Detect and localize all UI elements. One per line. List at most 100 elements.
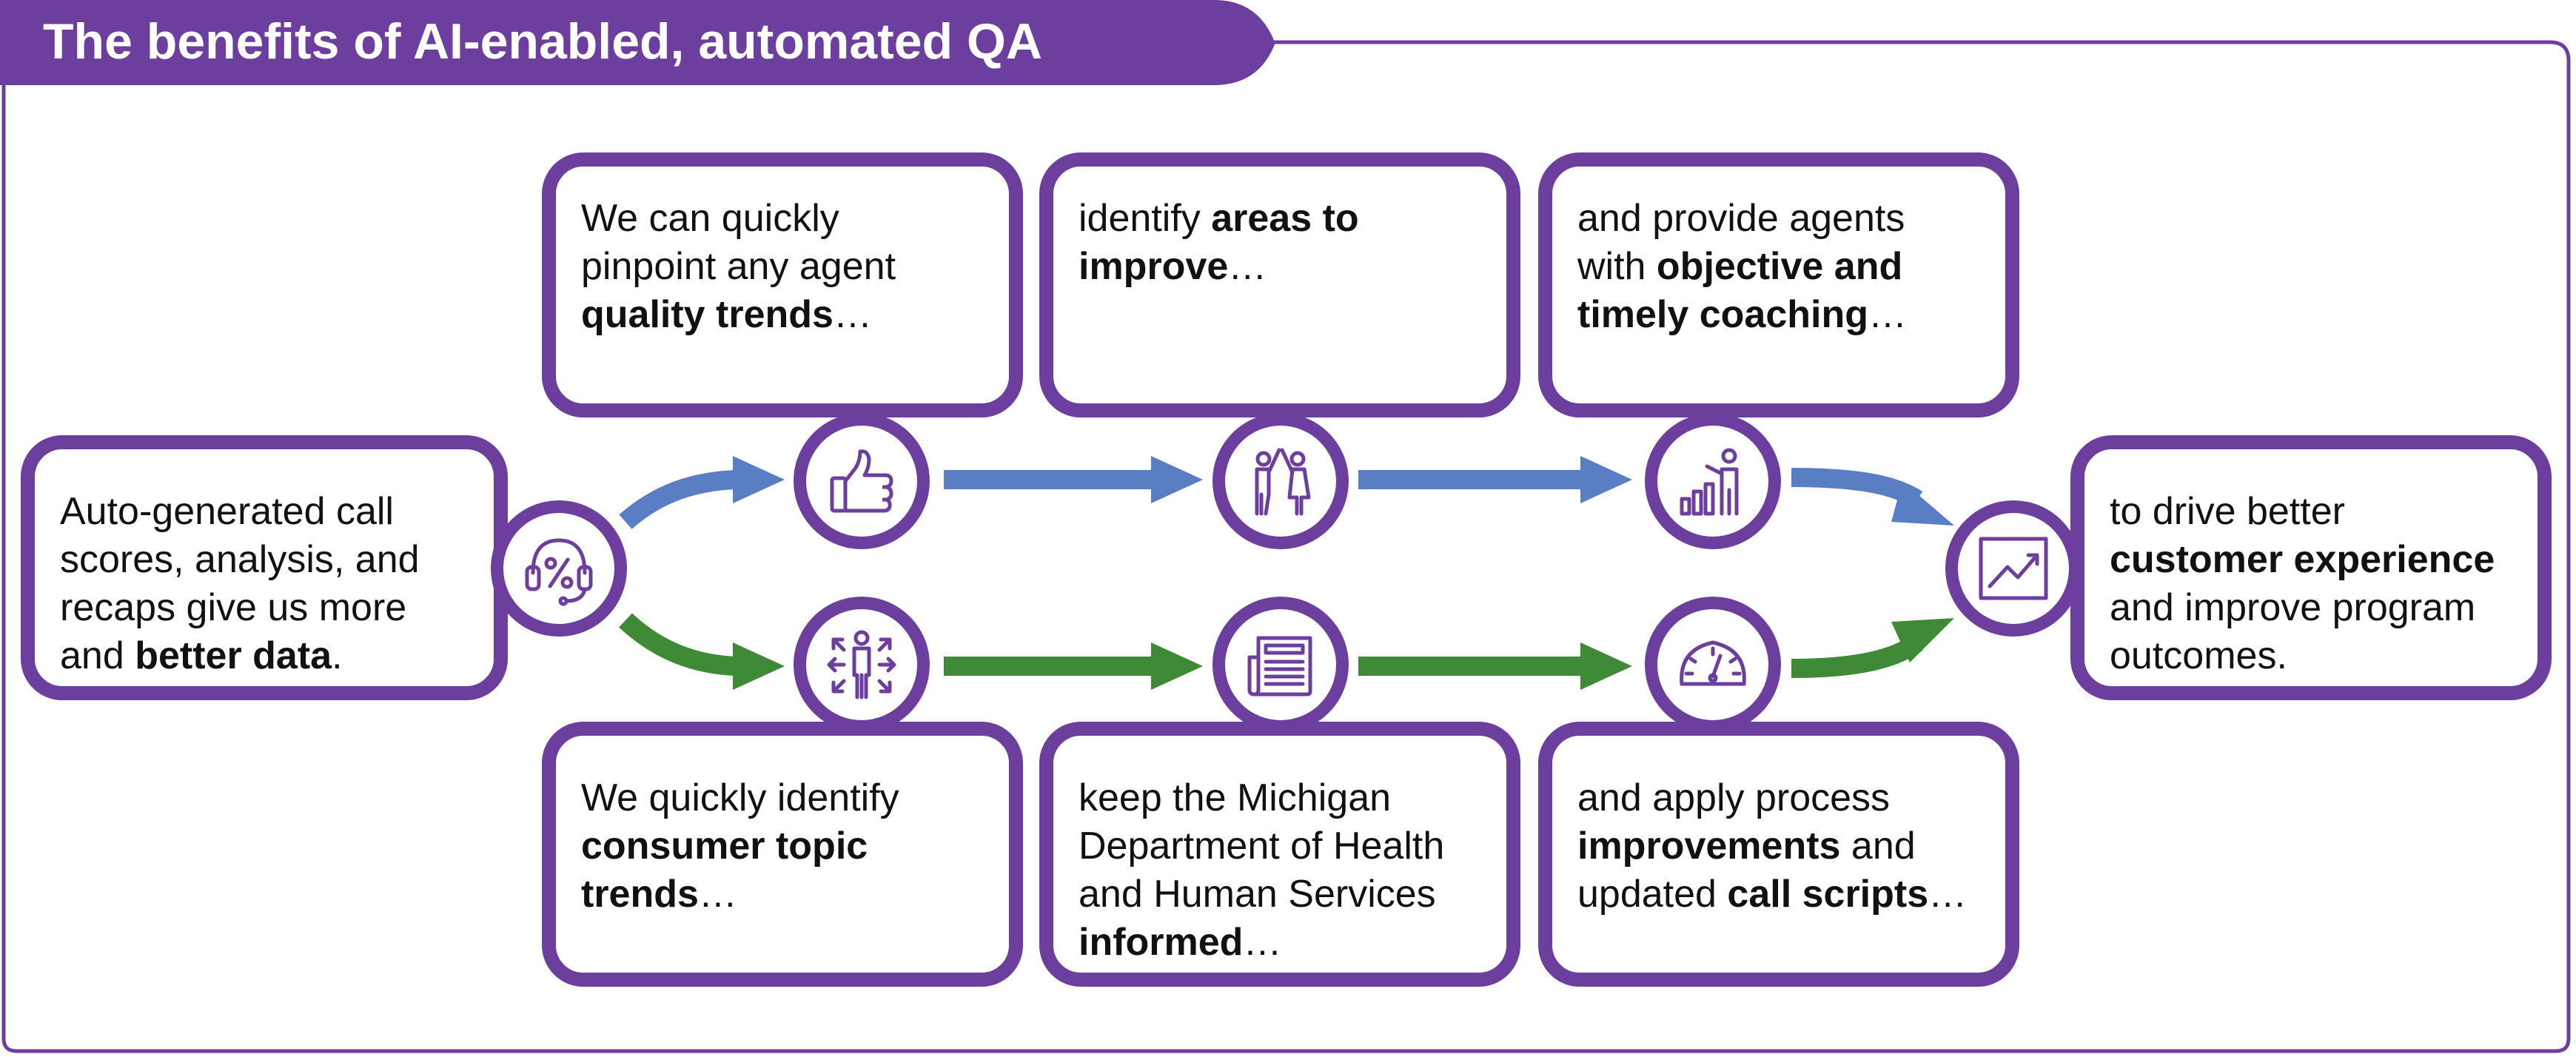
icon-circle-start [491,500,627,637]
box-line: customer experience [2110,536,2515,584]
box-line: improve… [1079,243,1484,291]
high-five-icon [1255,448,1311,516]
body-text: scores, analysis, and [60,538,420,581]
box-line: Auto-generated call [60,488,472,536]
body-text: Auto-generated call [60,490,394,533]
emphasis-text: improvements [1577,825,1841,868]
headset-percent-icon [525,538,593,606]
emphasis-text: timely coaching [1577,293,1868,336]
green-arrow-2-head [1151,642,1203,690]
icon-circle-top-1 [794,413,930,549]
emphasis-text: better data [135,634,332,677]
box-line: and Human Services [1079,870,1484,919]
diagram-title: The benefits of AI-enabled, automated QA [43,13,1043,70]
green-arrow-4-head [1891,618,1954,662]
body-text: … [1228,245,1267,288]
trend-chart-icon [1979,537,2048,600]
emphasis-text: improve [1079,245,1229,288]
newspaper-icon [1247,636,1312,697]
title-tab [0,0,1275,85]
box-line: recaps give us more [60,584,472,632]
emphasis-text: informed [1079,921,1244,964]
green-arrow-1-head [733,642,785,690]
body-text: recaps give us more [60,586,407,629]
body-text: … [833,293,872,336]
green-arrow-3-head [1580,642,1632,690]
box-line: to drive better [2110,488,2515,536]
body-text: pinpoint any agent [581,245,896,288]
box-line: trends… [581,870,987,919]
box-line: Department of Health [1079,822,1484,870]
box-line: and provide agents [1577,195,1983,243]
body-text: with [1577,245,1657,288]
body-text: We quickly identify [581,776,899,819]
icon-circle-bottom-3 [1645,597,1781,733]
body-text: and [1840,825,1916,868]
emphasis-text: consumer topic [581,825,868,868]
green-arrow-1 [619,613,737,676]
box-line: keep the Michigan [1079,774,1484,822]
box-line: informed… [1079,919,1484,967]
box-line: scores, analysis, and [60,536,472,584]
body-text: to drive better [2110,490,2345,533]
gauge-icon [1680,640,1746,686]
body-text: Department of Health [1079,825,1445,868]
box-line: updated call scripts… [1577,870,1983,919]
box-line: outcomes. [2110,632,2515,680]
box-line: and improve program [2110,584,2515,632]
body-text: and apply process [1577,776,1891,819]
icon-circle-bottom-2 [1212,597,1349,733]
body-text: and provide agents [1577,197,1905,240]
body-text: identify [1079,197,1212,240]
blue-arrow-1-head [733,456,785,503]
outer-border [1,40,2571,1053]
body-text: … [1868,293,1907,336]
green-arrow-4 [1791,634,1923,678]
box-line: We quickly identify [581,774,987,822]
blue-arrow-3-head [1580,456,1632,503]
body-text: … [1928,873,1968,916]
blue-arrow-1 [619,470,737,529]
icon-circle-top-2 [1212,413,1349,549]
body-text: keep the Michigan [1079,776,1392,819]
icon-circle-bottom-1 [794,597,930,733]
emphasis-text: areas to [1211,197,1359,240]
body-text: and Human Services [1079,873,1436,916]
box-line: improvements and [1577,822,1983,870]
body-text: … [698,873,737,916]
emphasis-text: trends [581,873,699,916]
box-line: quality trends… [581,291,987,339]
box-line: pinpoint any agent [581,243,987,291]
emphasis-text: quality trends [581,293,833,336]
body-text: . [332,634,343,677]
emphasis-text: customer experience [2110,538,2495,581]
coach-chart-icon [1680,448,1739,516]
icon-circle-top-3 [1645,413,1781,549]
box-line: consumer topic [581,822,987,870]
blue-arrow-4-head [1891,481,1954,526]
body-text: We can quickly [581,197,839,240]
body-text: … [1243,921,1282,964]
start-box: Auto-generated call scores, analysis, and… [21,435,508,700]
emphasis-text: call scripts [1727,873,1929,916]
thumbs-up-icon [830,449,893,513]
body-text: updated [1577,873,1728,916]
box-line: and apply process [1577,774,1983,822]
box-line: We can quickly [581,195,987,243]
box-line: with objective and [1577,243,1983,291]
box-line: timely coaching… [1577,291,1983,339]
body-text: and improve program [2110,586,2476,629]
box-line: identify areas to [1079,195,1484,243]
emphasis-text: objective and [1656,245,1903,288]
icon-circle-end [1945,500,2082,637]
body-text: and [60,634,135,677]
blue-arrow-2-head [1151,456,1203,503]
body-text: outcomes. [2110,634,2287,677]
